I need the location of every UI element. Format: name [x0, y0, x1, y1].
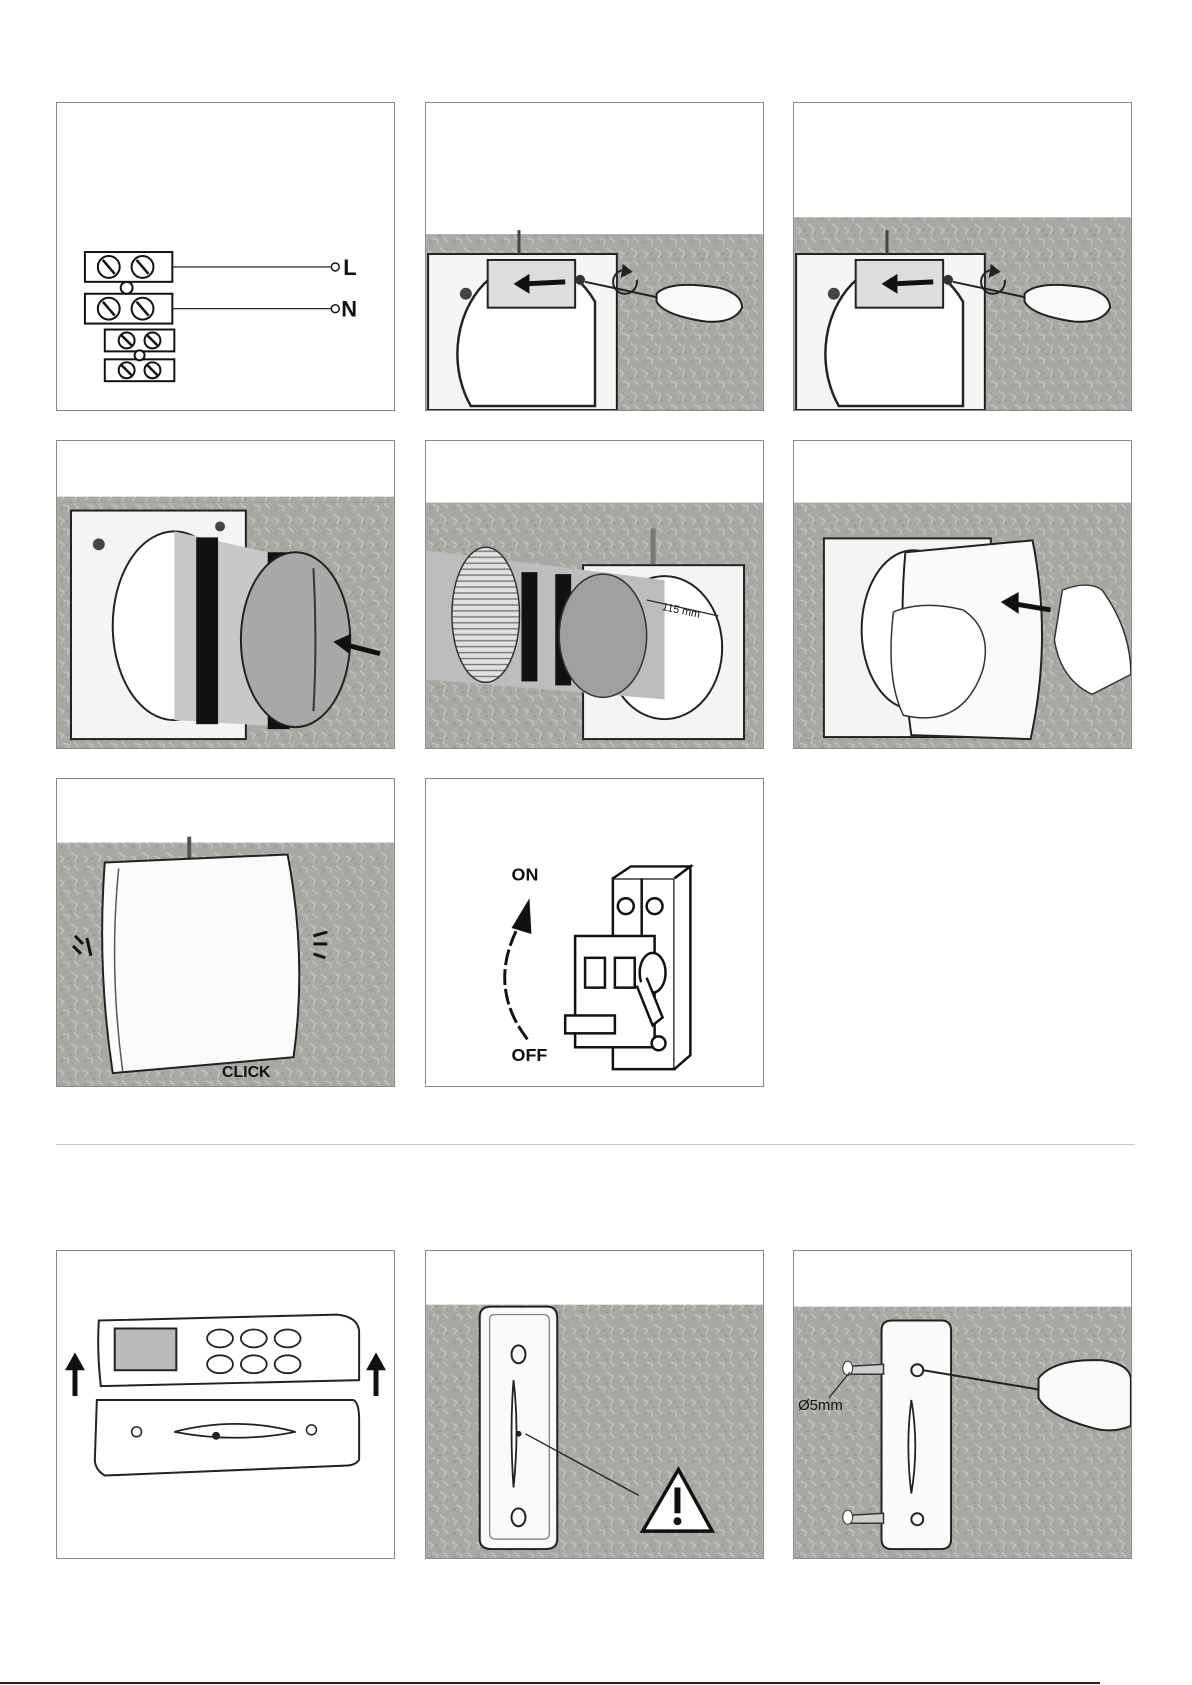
click-label: CLICK — [222, 1064, 271, 1081]
wall-bracket-warning-illustration — [426, 1251, 763, 1558]
step-insert-unit-panel — [56, 440, 395, 749]
drill-size-label: Ø5mm — [798, 1398, 843, 1414]
step-cover-panel — [793, 440, 1132, 749]
duct-insertion-illustration: 115 mm — [426, 441, 763, 748]
step-breaker-panel: ON OFF — [425, 778, 764, 1087]
step-screw-panel-1 — [425, 102, 764, 411]
breaker-off-label: OFF — [512, 1045, 548, 1065]
step-screw-panel-2 — [793, 102, 1132, 411]
bracket-mounting-illustration: Ø5mm — [794, 1251, 1131, 1558]
step-wall-bracket-panel — [425, 1250, 764, 1559]
page-bottom-rule — [0, 1682, 1100, 1684]
step-wiring-panel: L N — [56, 102, 395, 411]
unit-screw-illustration — [426, 103, 763, 410]
insert-unit-illustration — [57, 441, 394, 748]
step-remote-open-panel — [56, 1250, 395, 1559]
section-divider — [56, 1144, 1135, 1145]
step-duct-panel: 115 mm — [425, 440, 764, 749]
circuit-breaker-illustration: ON OFF — [426, 779, 763, 1086]
breaker-on-label: ON — [512, 864, 539, 884]
neutral-terminal-label: N — [341, 297, 357, 322]
terminal-block-illustration: L N — [57, 103, 394, 410]
cover-click-illustration: CLICK — [57, 779, 394, 1086]
unit-screw-illustration-2 — [794, 103, 1131, 410]
step-mount-bracket-panel: Ø5mm — [793, 1250, 1132, 1559]
step-click-panel: CLICK — [56, 778, 395, 1087]
line-terminal-label: L — [343, 255, 356, 280]
front-cover-illustration — [794, 441, 1131, 748]
remote-control-open-illustration — [57, 1251, 394, 1558]
